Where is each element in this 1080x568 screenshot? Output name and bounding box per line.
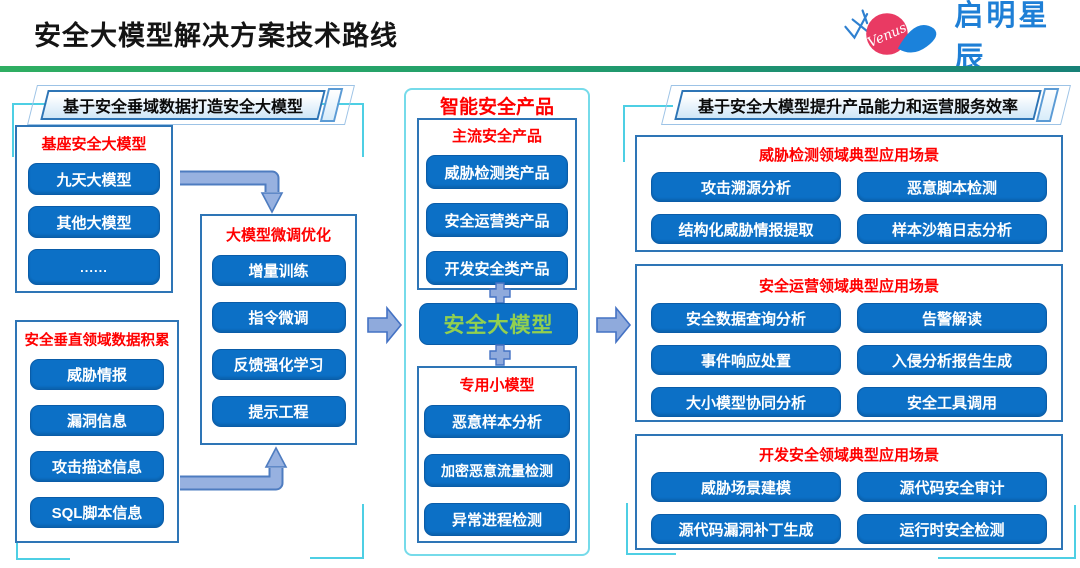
- node-model-collaborative-analysis: 大小模型协同分析: [651, 387, 841, 417]
- left-frame-corner-tr: [322, 103, 364, 157]
- venus-badge-icon: [866, 13, 908, 55]
- threat-detection-scenarios-title: 威胁检测领域典型应用场景: [758, 147, 939, 164]
- mainstream-products-panel: 主流安全产品 威胁检测类产品 安全运营类产品 开发安全类产品: [417, 118, 577, 290]
- plus-connector-bottom-icon: [489, 344, 511, 366]
- brand-name: 启明星辰: [954, 0, 1051, 74]
- special-small-models-title: 专用小模型: [459, 377, 535, 394]
- elbow-arrow-data-to-tuning-icon: [180, 446, 288, 491]
- venus-logo-mark-icon: Venus: [844, 9, 937, 55]
- left-group-banner: 基于安全垂域数据打造安全大模型: [27, 85, 355, 125]
- special-small-models-panel: 专用小模型 恶意样本分析 加密恶意流量检测 异常进程检测: [417, 366, 577, 543]
- node-security-llm: 安全大模型: [419, 303, 578, 345]
- right-frame-corner-tl: [623, 105, 673, 162]
- node-attack-tracing-analysis: 攻击溯源分析: [651, 172, 841, 202]
- venus-logo: Venus 启明星辰: [840, 0, 1070, 74]
- devsec-scenarios-panel: 开发安全领域典型应用场景 威胁场景建模 源代码安全审计 源代码漏洞补丁生成 运行…: [635, 434, 1063, 550]
- base-model-panel: 基座安全大模型 九天大模型 其他大模型 ......: [15, 125, 173, 293]
- node-attack-description: 攻击描述信息: [30, 451, 164, 482]
- left-frame-corner-tl: [12, 103, 54, 157]
- threat-detection-scenarios-panel: 威胁检测领域典型应用场景 攻击溯源分析 恶意脚本检测 结构化威胁情报提取 样本沙…: [635, 135, 1063, 252]
- domain-data-panel: 安全垂直领域数据积累 威胁情报 漏洞信息 攻击描述信息 SQL脚本信息: [15, 320, 179, 543]
- node-abnormal-process-detection: 异常进程检测: [424, 503, 570, 536]
- node-intrusion-report-generation: 入侵分析报告生成: [857, 345, 1047, 375]
- node-security-tool-invocation: 安全工具调用: [857, 387, 1047, 417]
- node-threat-intel: 威胁情报: [30, 359, 164, 390]
- node-prompt-engineering: 提示工程: [211, 396, 346, 427]
- node-sandbox-log-analysis: 样本沙箱日志分析: [857, 214, 1047, 244]
- node-alert-interpretation: 告警解读: [857, 303, 1047, 333]
- right-group-banner-label: 基于安全大模型提升产品能力和运营服务效率: [697, 99, 1018, 116]
- right-group-banner: 基于安全大模型提升产品能力和运营服务效率: [661, 85, 1071, 125]
- title-divider: [0, 66, 1080, 72]
- node-jiutian-model: 九天大模型: [28, 163, 160, 195]
- right-frame-corner-br: [938, 505, 1076, 559]
- devsec-scenarios-title: 开发安全领域典型应用场景: [758, 447, 939, 464]
- secops-scenarios-panel: 安全运营领域典型应用场景 安全数据查询分析 告警解读 事件响应处置 入侵分析报告…: [635, 264, 1063, 422]
- node-threat-detection-products: 威胁检测类产品: [426, 155, 568, 189]
- plus-connector-top-icon: [489, 282, 511, 304]
- node-malicious-script-detection: 恶意脚本检测: [857, 172, 1047, 202]
- elbow-arrow-base-to-tuning-icon: [180, 170, 284, 214]
- domain-data-panel-title: 安全垂直领域数据积累: [24, 333, 170, 349]
- node-secops-products: 安全运营类产品: [426, 203, 568, 237]
- node-encrypted-traffic-detection: 加密恶意流量检测: [424, 454, 570, 487]
- node-incident-response-handling: 事件响应处置: [651, 345, 841, 375]
- left-group-banner-label: 基于安全垂域数据打造安全大模型: [62, 99, 303, 116]
- node-ellipsis: ......: [28, 249, 160, 285]
- node-rlhf: 反馈强化学习: [211, 349, 346, 380]
- node-runtime-security-detection: 运行时安全检测: [857, 514, 1047, 544]
- swoosh-icon: [897, 25, 937, 53]
- node-malware-sample-analysis: 恶意样本分析: [424, 405, 570, 438]
- tuning-panel-title: 大模型微调优化: [225, 227, 331, 244]
- node-vulnerability-info: 漏洞信息: [30, 405, 164, 436]
- node-security-data-query-analysis: 安全数据查询分析: [651, 303, 841, 333]
- flow-arrow-left-to-middle-icon: [367, 305, 403, 345]
- right-frame-corner-bl: [626, 503, 676, 555]
- flow-arrow-middle-to-right-icon: [596, 305, 632, 345]
- left-frame-corner-br: [310, 504, 364, 559]
- tuning-panel: 大模型微调优化 增量训练 指令微调 反馈强化学习 提示工程: [200, 214, 357, 445]
- base-model-panel-title: 基座安全大模型: [41, 136, 147, 153]
- secops-scenarios-title: 安全运营领域典型应用场景: [758, 278, 939, 295]
- middle-group-frame: [404, 88, 590, 556]
- node-vuln-patch-generation: 源代码漏洞补丁生成: [651, 514, 841, 544]
- node-devsec-products: 开发安全类产品: [426, 251, 568, 285]
- node-other-models: 其他大模型: [28, 206, 160, 238]
- page-title: 安全大模型解决方案技术路线: [34, 21, 398, 51]
- node-threat-scenario-modeling: 威胁场景建模: [651, 472, 841, 502]
- node-incremental-training: 增量训练: [211, 255, 346, 286]
- node-structured-threat-intel-extraction: 结构化威胁情报提取: [651, 214, 841, 244]
- elbow-arrows-icon: [180, 170, 288, 491]
- middle-group-title: 智能安全产品: [439, 97, 554, 118]
- node-instruction-tuning: 指令微调: [211, 302, 346, 333]
- node-sql-script-info: SQL脚本信息: [30, 497, 164, 528]
- node-source-code-audit: 源代码安全审计: [857, 472, 1047, 502]
- mainstream-products-title: 主流安全产品: [451, 128, 542, 145]
